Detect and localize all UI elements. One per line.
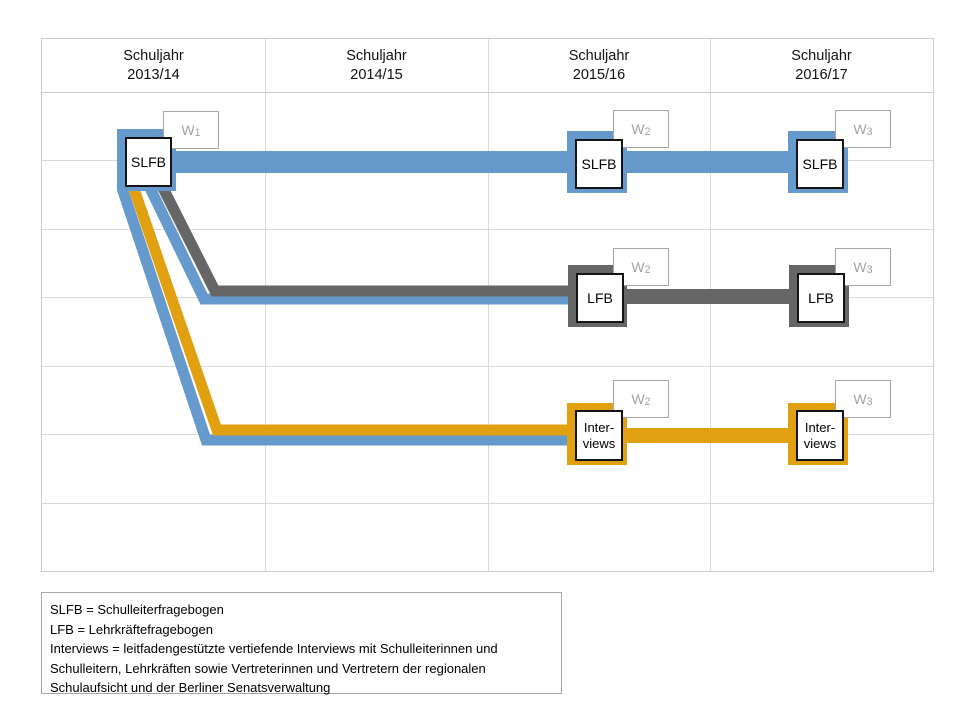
header-year: 2015/16 [572, 66, 626, 83]
row-divider [42, 503, 933, 504]
wave-w3-slfb-box: W3 [835, 110, 891, 148]
wave-w3-lfb-box: W3 [835, 248, 891, 286]
slfb-2015-node: SLFB [575, 139, 623, 189]
header-schuljahr-2015-16: Schuljahr 2015/16 [488, 39, 710, 92]
row-divider [42, 229, 933, 230]
legend-line-interviews-3: Schulaufsicht und der Berliner Senatsver… [50, 680, 331, 695]
interviews-branch-blue-band [116, 186, 580, 446]
wave-label: W2 [631, 120, 651, 138]
row-divider [42, 92, 933, 93]
lfb-connector-band [597, 289, 812, 304]
row-divider [42, 366, 933, 367]
slfb-band [125, 151, 848, 173]
header-title: Schuljahr [346, 47, 407, 64]
legend-line-interviews-1: Interviews = leitfadengestützte vertiefe… [50, 641, 498, 656]
header-year: 2016/17 [795, 66, 848, 83]
legend-line-lfb: LFB = Lehrkräftefragebogen [50, 621, 213, 637]
header-year: 2013/14 [127, 66, 180, 83]
header-title: Schuljahr [123, 47, 184, 64]
legend-line-interviews-2: Schulleitern, Lehrkräften sowie Vertrete… [50, 660, 486, 676]
wave-label: W2 [631, 390, 651, 408]
lfb-2016-node: LFB [797, 273, 845, 323]
wave-w1-slfb-box: W1 [163, 111, 219, 149]
interviews-branch-orange-band [127, 184, 580, 436]
header-schuljahr-2016-17: Schuljahr 2016/17 [710, 39, 933, 92]
legend-box: SLFB = Schulleiterfragebogen LFB = Lehrk… [41, 592, 562, 695]
wave-label: W1 [181, 121, 201, 139]
timeline-table: Schuljahr 2013/14 Schuljahr 2014/15 Schu… [41, 38, 934, 572]
column-divider [488, 39, 489, 571]
interviews-2016-node: Inter- views [796, 410, 844, 461]
slfb-2016-node: SLFB [796, 139, 844, 189]
wave-w2-slfb-box: W2 [613, 110, 669, 148]
wave-w2-lfb-box: W2 [613, 248, 669, 286]
lfb-branch-gray-band [157, 183, 580, 297]
column-divider [265, 39, 266, 571]
interviews-connector-band [597, 428, 812, 443]
wave-w3-interviews-box: W3 [835, 380, 891, 418]
lfb-2015-node: LFB [576, 273, 624, 323]
interviews-2015-node: Inter- views [575, 410, 623, 461]
header-year: 2014/15 [350, 66, 403, 83]
legend-line-slfb: SLFB = Schulleiterfragebogen [50, 602, 224, 617]
header-title: Schuljahr [791, 47, 852, 64]
wave-label: W2 [631, 258, 651, 276]
wave-label: W3 [853, 258, 873, 276]
column-divider [710, 39, 711, 571]
header-schuljahr-2013-14: Schuljahr 2013/14 [42, 39, 265, 92]
header-schuljahr-2014-15: Schuljahr 2014/15 [265, 39, 488, 92]
header-title: Schuljahr [568, 47, 630, 64]
slfb-2013-node: SLFB [125, 137, 172, 187]
wave-label: W3 [853, 120, 873, 138]
wave-label: W3 [853, 390, 873, 408]
lfb-branch-blue-band [145, 185, 580, 305]
wave-w2-interviews-box: W2 [613, 380, 669, 418]
